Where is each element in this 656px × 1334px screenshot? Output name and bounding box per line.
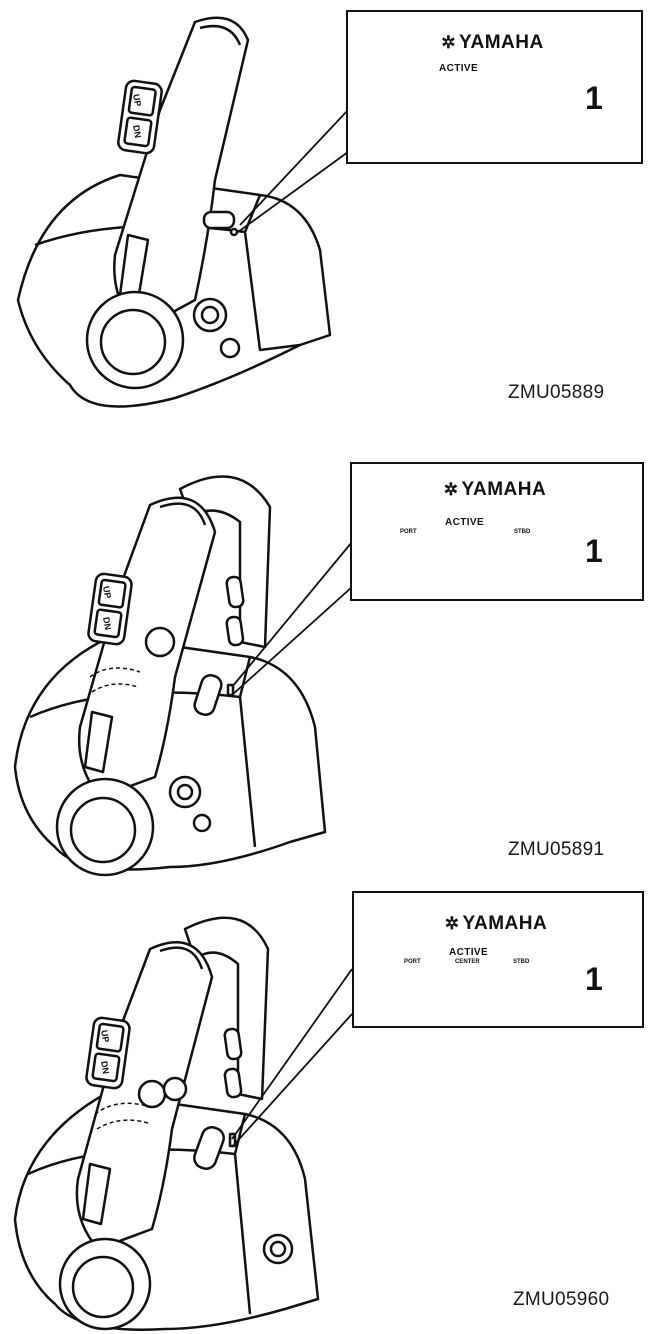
rear-lever-slot-1 — [225, 575, 245, 609]
callout-leader-lower — [231, 1013, 353, 1148]
rear-lever-dashed-outline-2 — [91, 683, 139, 693]
callout-leader-upper — [239, 109, 349, 226]
figure-dual-lever: UP DN ✲YAMAHA ACTIVE PORT STBD 1 ZMU05891 — [0, 447, 656, 892]
lever-grip — [199, 24, 242, 46]
rear-hub-1 — [137, 1079, 167, 1109]
callout-box — [352, 891, 644, 1028]
trim-down-button — [123, 116, 153, 148]
start-switch-center — [269, 1240, 287, 1258]
lever-arm-groove — [83, 710, 114, 774]
brand-text: YAMAHA — [461, 479, 547, 500]
housing-hole — [219, 337, 241, 359]
yamaha-logo-icon: ✲ — [444, 914, 460, 933]
trim-up-label: UP — [101, 585, 113, 599]
figure-id: ZMU05891 — [508, 839, 605, 860]
rear-lever-arm — [183, 916, 270, 1101]
rear-hub — [144, 626, 176, 658]
callout-number: 1 — [585, 80, 603, 116]
callout-leader-lower — [237, 151, 349, 233]
trim-up-button — [95, 1022, 125, 1053]
housing-knob-center — [200, 305, 220, 325]
station-label-center: CENTER — [455, 959, 480, 965]
station-label-stbd: STBD — [513, 959, 530, 965]
lever-hub-inner — [69, 796, 137, 864]
figure-single-lever: UP DN ✲YAMAHA ACTIVE 1 ZMU05889 — [0, 0, 656, 445]
callout-number: 1 — [585, 533, 603, 569]
trim-up-button — [127, 85, 157, 117]
station-label-port: PORT — [404, 959, 421, 965]
rear-lever-dashed-outline — [89, 667, 141, 678]
callout-brand: ✲YAMAHA — [352, 913, 640, 935]
lever-hub-inner — [71, 1255, 135, 1319]
trim-up-label: UP — [99, 1029, 111, 1043]
figure-triple-lever: UP DN ✲YAMAHA ACTIVE PORT CENTER STBD 1 Z… — [0, 889, 656, 1334]
figure-id: ZMU05960 — [513, 1289, 610, 1310]
trim-down-label: DN — [101, 616, 113, 631]
housing-knob-center — [176, 783, 194, 801]
callout-box — [346, 10, 643, 164]
rear-hub-2 — [162, 1076, 188, 1102]
housing-active-window — [193, 1126, 225, 1170]
yamaha-logo-icon: ✲ — [441, 33, 457, 52]
trim-up-label: UP — [131, 93, 143, 107]
callout-leader-lower — [231, 586, 353, 696]
housing-side-face — [243, 194, 301, 352]
housing-indicator-lamp — [229, 227, 239, 237]
housing-indicator-lamp — [226, 683, 235, 697]
active-label: ACTIVE — [446, 947, 492, 958]
dual-lever-control-illustration: UP DN — [13, 475, 586, 877]
lever-grip — [159, 502, 207, 526]
trim-down-button — [91, 1052, 121, 1083]
station-label-stbd: STBD — [514, 529, 531, 535]
rear-lever-dashed-outline — [94, 1102, 151, 1115]
callout-brand: ✲YAMAHA — [350, 479, 640, 501]
yamaha-logo-icon: ✲ — [443, 480, 459, 499]
callout-leader-upper — [231, 968, 353, 1140]
trim-down-label: DN — [131, 124, 143, 139]
callout-number: 1 — [585, 961, 603, 997]
rear-lever-slot-1 — [223, 1027, 243, 1061]
brand-text: YAMAHA — [459, 32, 544, 53]
lever-arm — [113, 16, 250, 332]
trim-down-button — [93, 608, 123, 639]
rear-lever-slot-2 — [225, 615, 245, 647]
callout-brand: ✲YAMAHA — [346, 32, 639, 54]
housing-hole — [192, 813, 212, 833]
housing-active-window — [202, 210, 236, 230]
lever-grip — [159, 946, 204, 970]
figure-id: ZMU05889 — [508, 382, 605, 403]
active-label: ACTIVE — [436, 63, 482, 74]
lever-hub-inner — [99, 308, 167, 376]
trim-down-label: DN — [99, 1060, 111, 1075]
single-lever-control-illustration: UP DN — [16, 16, 586, 408]
callout-box — [350, 462, 644, 601]
brand-text: YAMAHA — [462, 913, 548, 934]
station-label-port: PORT — [400, 529, 417, 535]
trim-up-button — [97, 578, 127, 609]
callout-leader-upper — [231, 541, 353, 688]
rear-lever-slot-2 — [223, 1067, 243, 1099]
housing-active-window — [193, 673, 223, 717]
lever-arm-groove — [81, 1162, 112, 1226]
active-label: ACTIVE — [442, 517, 488, 528]
